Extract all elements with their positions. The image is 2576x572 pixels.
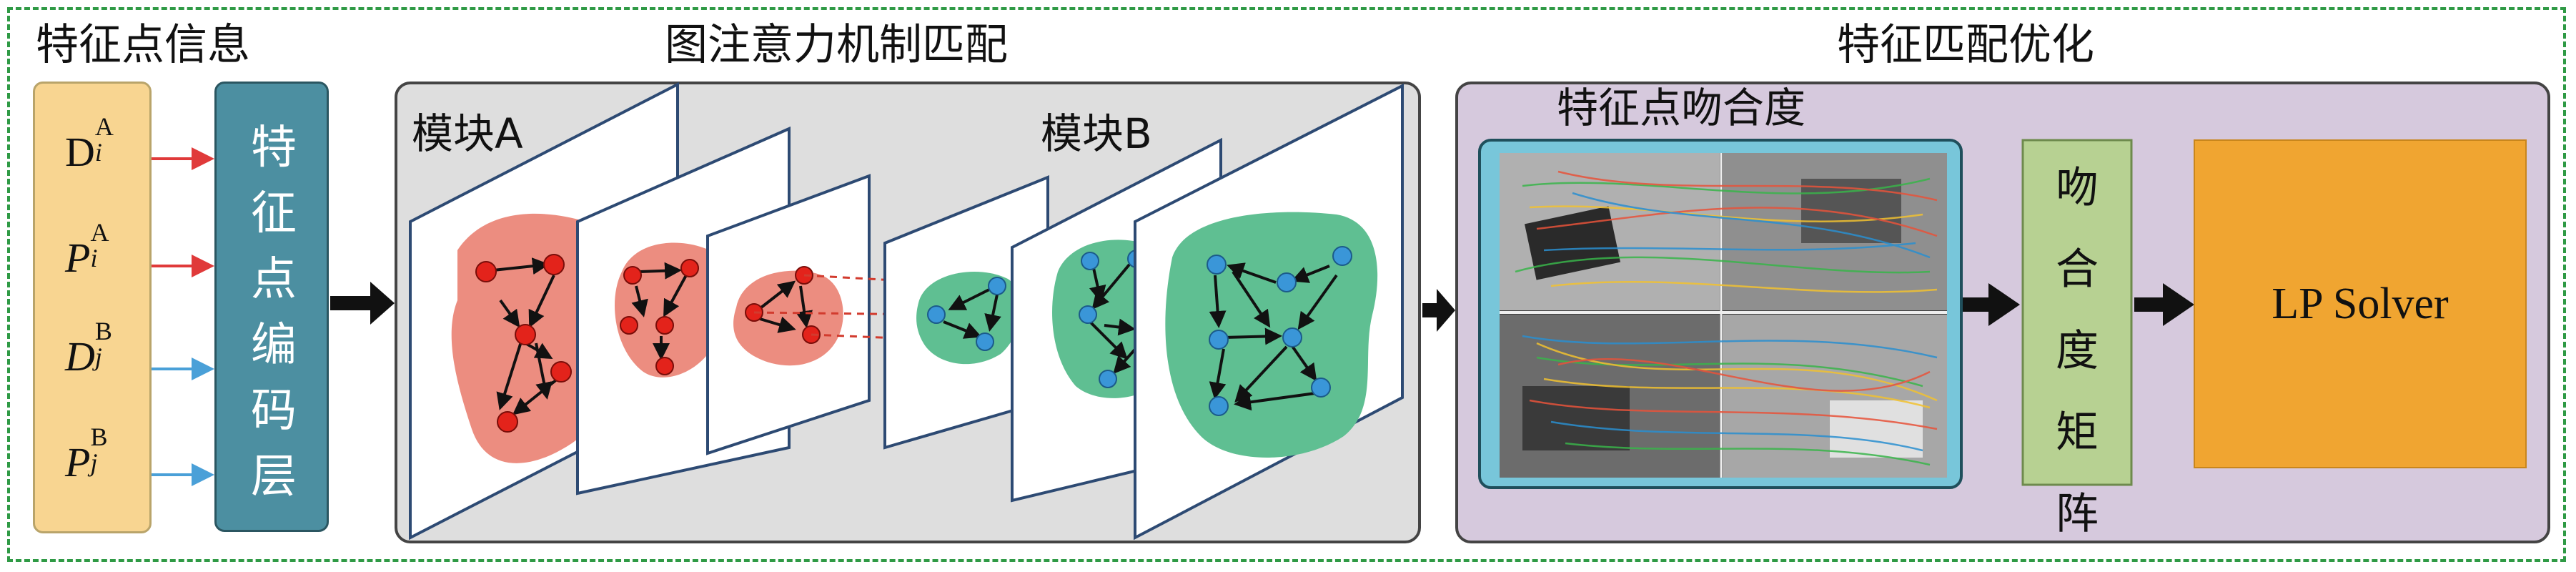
section-title-attention-matching: 图注意力机制匹配 <box>665 20 1008 70</box>
module-b-label: 模块B <box>1041 109 1152 158</box>
section-title-feature-info: 特征点信息 <box>36 20 250 70</box>
feature-encoder-layer: 特征点编码层 <box>214 82 329 532</box>
lp-solver-label: LP Solver <box>2272 280 2449 328</box>
flow-arrow-encoder-to-attention <box>330 282 395 325</box>
fitness-matrix-box <box>2021 139 2133 486</box>
flow-arrow-attention-to-optimization <box>1422 289 1455 332</box>
fitness-image-frame <box>1478 139 1963 489</box>
flow-arrow-image-to-matrix <box>1960 283 2020 326</box>
flow-arrow-matrix-to-solver <box>2134 283 2194 326</box>
module-a-plane-3 <box>706 174 871 455</box>
encoder-label: 特征点编码层 <box>251 122 297 503</box>
dashed-border <box>7 7 2566 562</box>
module-a-label: 模块A <box>412 109 523 158</box>
section-title-matching-optimization: 特征匹配优化 <box>1837 20 2094 70</box>
module-b-plane-3 <box>1134 83 1404 541</box>
fitness-title: 特征点吻合度 <box>1557 84 1806 132</box>
fitness-match-lines <box>1515 170 1938 466</box>
module-b-plane-1 <box>883 175 1049 450</box>
lp-solver-box <box>2194 139 2527 468</box>
fitness-matrix-label: 吻合度矩阵 <box>2056 163 2099 539</box>
